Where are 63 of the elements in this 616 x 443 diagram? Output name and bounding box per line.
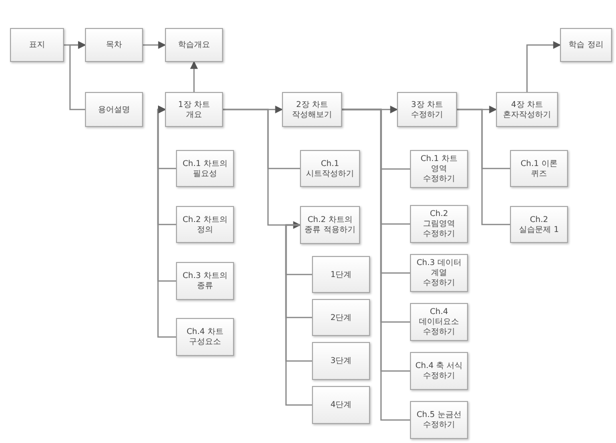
box-label: 학습 정리 [568,40,604,50]
connector-line [457,108,510,226]
process-box [312,256,370,293]
box-label: 용어설명 [98,104,130,114]
process-box [410,401,468,439]
arrow [157,106,176,338]
process-box [176,206,234,243]
process-box [300,206,360,244]
process-box [410,205,468,243]
box-label: Ch.2 실습문제 1 [518,214,560,234]
connector-line [342,108,410,421]
process-box [165,28,223,62]
box-label: 2단계 [330,312,352,322]
process-box [397,92,457,127]
box-label: Ch.1 차트의 필요성 [182,158,228,178]
process-box [176,262,234,300]
process-box [496,92,558,127]
arrow [526,41,561,92]
box-label: Ch.2 그림영역 수정하기 [422,209,456,239]
box-label: Ch.4 축 서식 수정하기 [414,361,464,381]
box-label: Ch.1 시트작성하기 [305,158,355,178]
process-box [410,150,468,188]
process-box [282,92,342,127]
process-box [10,28,64,62]
process-box [510,206,568,243]
box-label: 3장 차트 수정하기 [410,100,444,120]
process-box [176,150,234,187]
box-label: 4단계 [330,400,352,410]
box-label: Ch.4 차트 구성요소 [186,327,224,347]
arrow [69,41,86,110]
process-box [312,299,370,336]
box-label: 1장 차트 개요 [177,100,211,120]
box-label: Ch.3 차트의 종류 [182,271,228,291]
box-label: Ch.2 차트의 정의 [182,214,228,234]
process-box [312,342,370,380]
box-label: Ch.5 눈금선 수정하기 [416,410,462,430]
process-box [165,92,223,127]
arrow [143,41,166,49]
box-label: 4장 차트 혼자작성하기 [502,100,552,120]
process-box [85,92,143,127]
box-label: Ch.4 데이터요소 수정하기 [418,307,460,337]
arrow [223,108,301,229]
box-label: 목차 [106,40,122,50]
process-box [85,28,143,62]
connector-line [285,224,312,406]
box-label: 2장 차트 작성해보기 [291,100,333,120]
process-box [510,150,568,187]
process-box [312,386,370,424]
arrow [190,61,198,92]
box-label: Ch.2 차트의 종류 적용하기 [304,215,356,235]
process-box [410,254,468,292]
box-label: 학습개요 [178,40,210,50]
process-box [300,150,360,187]
box-label: Ch.3 데이터 계열 수정하기 [416,258,462,288]
box-label: 3단계 [330,356,352,366]
box-label: Ch.1 차트 영역 수정하기 [420,154,458,184]
box-label: 1단계 [330,270,352,280]
box-label: Ch.1 이론 퀴즈 [520,158,558,178]
process-box [560,28,612,62]
process-box [176,318,234,356]
process-box [410,352,468,390]
process-box [410,303,468,341]
box-label: 표지 [29,40,45,50]
